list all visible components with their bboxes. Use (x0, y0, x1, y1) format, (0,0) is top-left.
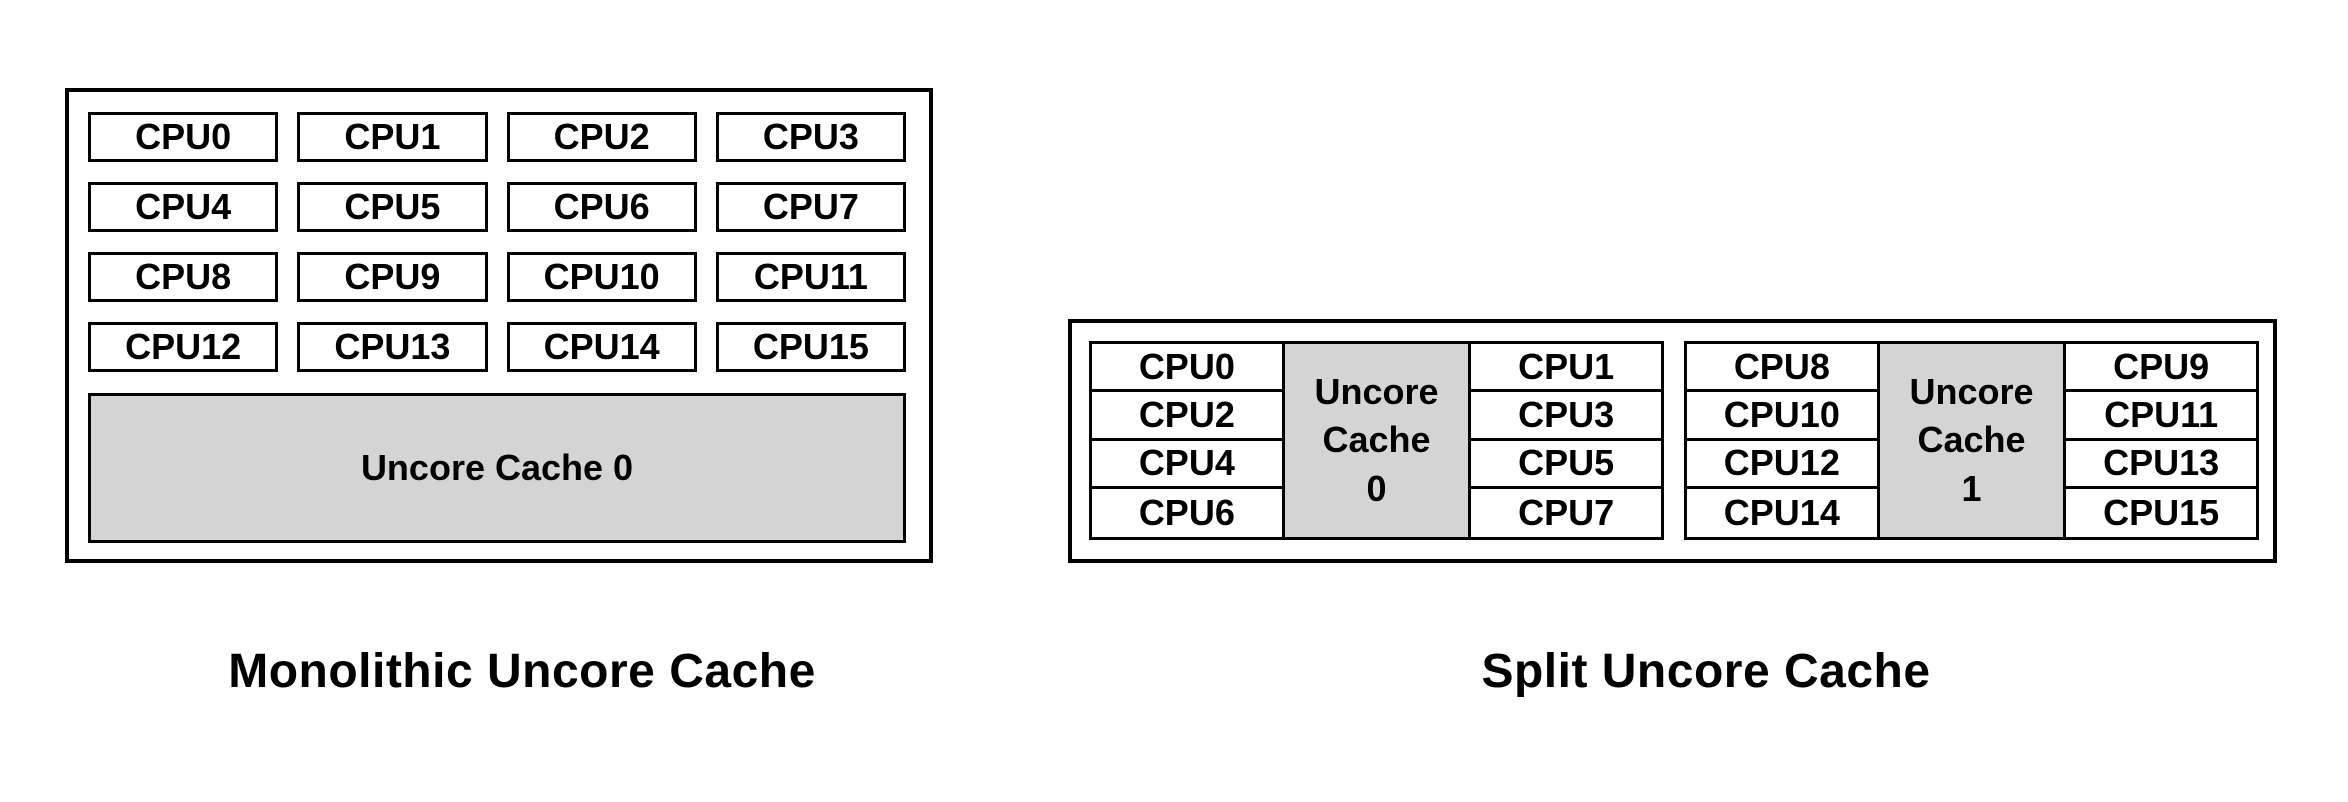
cpu-box-9: CPU9 (297, 252, 488, 302)
uncore-cache-0-label: Uncore Cache 0 (1314, 370, 1439, 509)
cpu-box-3: CPU3 (715, 112, 906, 162)
split-group-1: CPU8 CPU10 CPU12 CPU14 Uncore Cache 1 CP… (1684, 341, 2259, 540)
cpu-cell-1: CPU1 (1471, 344, 1661, 393)
cpu-box-6: CPU6 (506, 182, 697, 232)
split-group-0-right-column: CPU1 CPU3 CPU5 CPU7 (1471, 344, 1661, 537)
split-group-1-right-column: CPU9 CPU11 CPU13 CPU15 (2066, 344, 2256, 537)
uncore-cache-1-label: Uncore Cache 1 (1909, 370, 2034, 509)
cpu-box-15: CPU15 (715, 322, 906, 372)
cpu-box-4: CPU4 (88, 182, 279, 232)
split-group-0-left-column: CPU0 CPU2 CPU4 CPU6 (1092, 344, 1282, 537)
cpu-cell-10: CPU10 (1687, 392, 1877, 441)
cpu-box-5: CPU5 (297, 182, 488, 232)
split-group-0: CPU0 CPU2 CPU4 CPU6 Uncore Cache 0 CPU1 … (1089, 341, 1664, 540)
cpu-cell-5: CPU5 (1471, 440, 1661, 489)
split-group-1-left-column: CPU8 CPU10 CPU12 CPU14 (1687, 344, 1877, 537)
cpu-box-13: CPU13 (297, 322, 488, 372)
cpu-box-14: CPU14 (506, 322, 697, 372)
cpu-cell-11: CPU11 (2066, 392, 2256, 441)
cpu-box-1: CPU1 (297, 112, 488, 162)
cpu-box-11: CPU11 (715, 252, 906, 302)
uncore-cache-0-box: Uncore Cache 0 (88, 393, 906, 543)
cpu-cell-3: CPU3 (1471, 392, 1661, 441)
monolithic-uncore-diagram: CPU0 CPU1 CPU2 CPU3 CPU4 CPU5 CPU6 CPU7 … (65, 88, 933, 563)
cpu-box-10: CPU10 (506, 252, 697, 302)
monolithic-cpu-grid: CPU0 CPU1 CPU2 CPU3 CPU4 CPU5 CPU6 CPU7 … (88, 112, 906, 372)
cpu-cell-13: CPU13 (2066, 440, 2256, 489)
cpu-cell-15: CPU15 (2066, 488, 2256, 537)
cpu-box-2: CPU2 (506, 112, 697, 162)
cpu-cell-14: CPU14 (1687, 488, 1877, 537)
cpu-box-12: CPU12 (88, 322, 279, 372)
cpu-cell-6: CPU6 (1092, 488, 1282, 537)
cpu-cell-2: CPU2 (1092, 392, 1282, 441)
cpu-cell-8: CPU8 (1687, 344, 1877, 393)
uncore-cache-1-split-box: Uncore Cache 1 (1876, 344, 2067, 537)
cpu-box-7: CPU7 (715, 182, 906, 232)
cpu-box-0: CPU0 (88, 112, 279, 162)
cpu-cell-7: CPU7 (1471, 488, 1661, 537)
cpu-cell-4: CPU4 (1092, 440, 1282, 489)
cpu-cell-12: CPU12 (1687, 440, 1877, 489)
split-caption: Split Uncore Cache (1481, 645, 1931, 698)
split-uncore-diagram: CPU0 CPU2 CPU4 CPU6 Uncore Cache 0 CPU1 … (1068, 319, 2277, 563)
monolithic-caption: Monolithic Uncore Cache (228, 645, 816, 698)
cpu-cell-9: CPU9 (2066, 344, 2256, 393)
cpu-cell-0: CPU0 (1092, 344, 1282, 393)
uncore-cache-0-split-box: Uncore Cache 0 (1281, 344, 1472, 537)
cpu-box-8: CPU8 (88, 252, 279, 302)
